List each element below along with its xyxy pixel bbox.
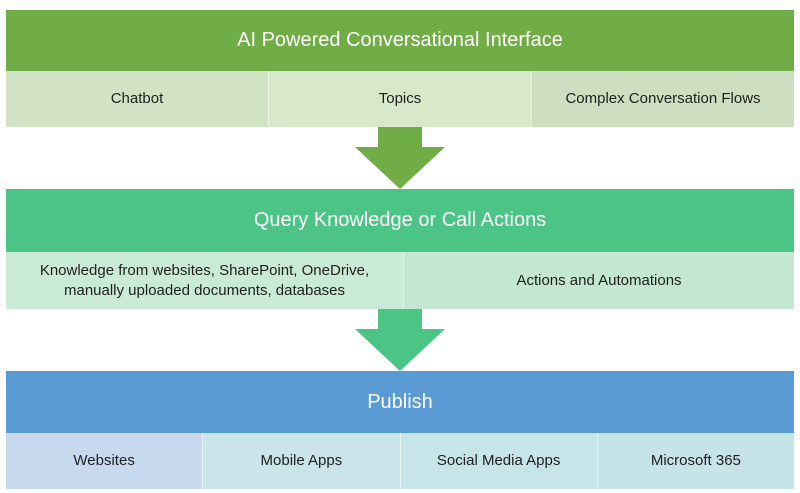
- section-publish-header: Publish: [6, 371, 794, 433]
- section-conversational-interface-items: Chatbot Topics Complex Conversation Flow…: [6, 71, 794, 127]
- section-conversational-interface-header: AI Powered Conversational Interface: [6, 10, 794, 71]
- item-topics: Topics: [268, 71, 531, 127]
- down-arrow-icon: [355, 127, 445, 189]
- down-arrow-icon: [355, 309, 445, 371]
- item-microsoft-365: Microsoft 365: [596, 433, 794, 489]
- section-query-knowledge-header: Query Knowledge or Call Actions: [6, 189, 794, 252]
- item-social-media-apps: Social Media Apps: [399, 433, 597, 489]
- section-title: Publish: [367, 390, 433, 413]
- item-actions-automations: Actions and Automations: [403, 252, 794, 309]
- section-title: AI Powered Conversational Interface: [237, 29, 563, 51]
- item-websites: Websites: [6, 433, 203, 489]
- item-knowledge-sources-label: Knowledge from websites, SharePoint, One…: [39, 261, 370, 299]
- section-query-knowledge-items: Knowledge from websites, SharePoint, One…: [6, 252, 794, 309]
- section-publish-items: Websites Mobile Apps Social Media Apps M…: [6, 433, 794, 489]
- item-knowledge-sources: Knowledge from websites, SharePoint, One…: [6, 252, 403, 309]
- section-title: Query Knowledge or Call Actions: [253, 209, 547, 231]
- item-chatbot: Chatbot: [6, 71, 268, 127]
- item-complex-conversation-flows: Complex Conversation Flows: [531, 71, 794, 127]
- item-mobile-apps: Mobile Apps: [202, 433, 400, 489]
